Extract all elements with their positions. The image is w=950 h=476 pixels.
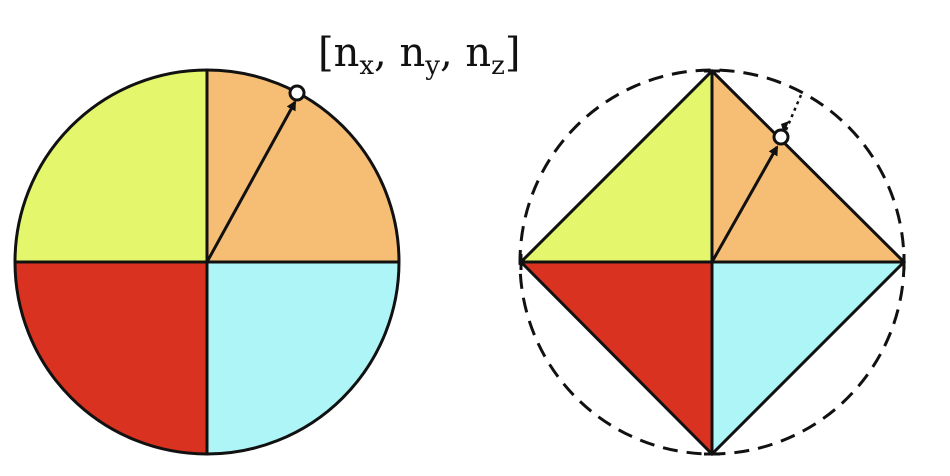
label-close-bracket: ] bbox=[505, 30, 521, 76]
quadrant-top-left bbox=[15, 71, 207, 262]
label-sep-1: , bbox=[374, 30, 399, 76]
normal-point-marker bbox=[288, 84, 306, 102]
quadrant-bottom-left bbox=[15, 262, 207, 454]
mapped-point-marker bbox=[772, 128, 790, 146]
quadrant-top-right bbox=[207, 71, 399, 262]
label-open-bracket: [ bbox=[318, 30, 334, 76]
label-ny-sub: y bbox=[424, 51, 440, 81]
circle-diagram bbox=[13, 68, 401, 456]
label-sep-2: , bbox=[440, 30, 465, 76]
circle-outline bbox=[13, 68, 401, 456]
label-nz-sub: z bbox=[491, 51, 505, 81]
normal-vector-label: [nx, ny, nz] bbox=[318, 30, 520, 81]
projection-arrowhead bbox=[781, 121, 789, 134]
normal-vector-arrow bbox=[205, 100, 297, 263]
label-nx-sub: x bbox=[359, 51, 374, 81]
quadrant-bottom-right bbox=[207, 262, 399, 454]
label-ny-base: n bbox=[399, 30, 425, 76]
diamond-diagram bbox=[518, 68, 907, 457]
label-nz-base: n bbox=[465, 30, 491, 76]
label-nx-base: n bbox=[334, 30, 360, 76]
mapped-vector-arrow bbox=[710, 145, 779, 263]
projection-dotted-line bbox=[784, 94, 803, 131]
